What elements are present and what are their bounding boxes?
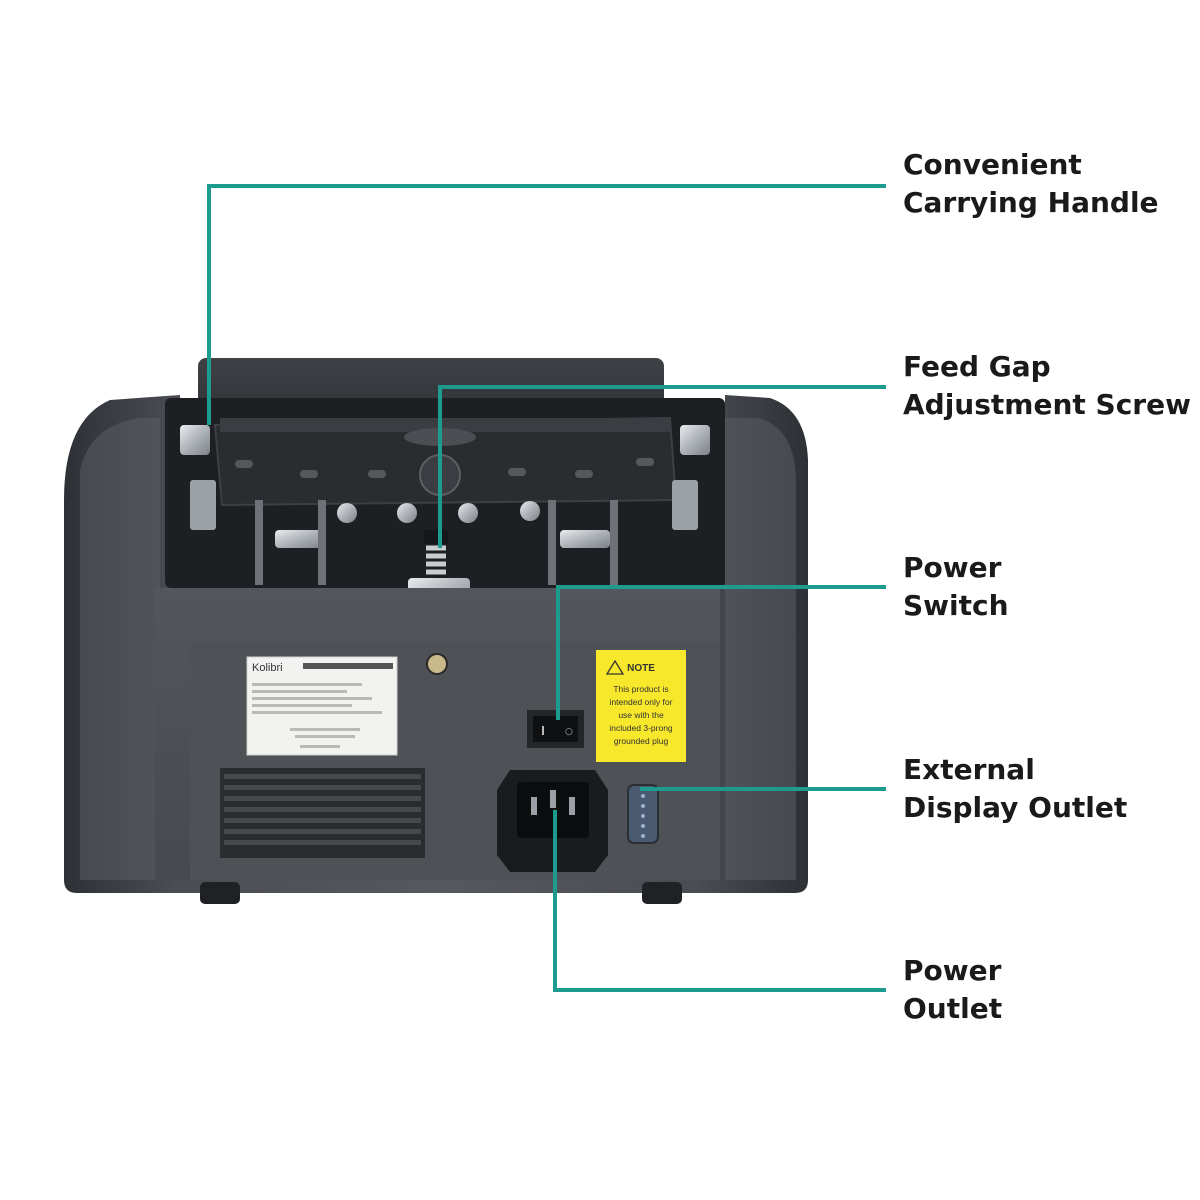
warning-icon [605, 659, 625, 675]
power-switch-on-mark [542, 726, 544, 735]
callout-power-outlet: Power Outlet [903, 952, 1002, 1028]
callout-line: Display Outlet [903, 791, 1128, 824]
roller-plate-edge [220, 418, 670, 432]
callout-line: Outlet [903, 992, 1003, 1025]
callout-carrying-handle: Convenient Carrying Handle [903, 146, 1159, 222]
note-sticker-title: NOTE [627, 663, 655, 674]
left-side-panel [80, 418, 160, 880]
left-bracket [190, 480, 216, 530]
note-sticker-line: included 3-prong [609, 723, 673, 733]
right-handle-grip [680, 425, 710, 455]
plate-slot [636, 458, 654, 466]
leader-line-feed [438, 385, 886, 548]
callout-line: Convenient [903, 148, 1082, 181]
right-bracket [672, 480, 698, 530]
plate-slot [575, 470, 593, 478]
leader-line-power [553, 810, 886, 992]
plate-slot [368, 470, 386, 478]
note-sticker-line: use with the [618, 710, 664, 720]
spec-label-brand: Kolibri [252, 662, 283, 674]
right-side-panel [725, 418, 796, 880]
right-foot [642, 882, 682, 904]
note-sticker-line: grounded plug [614, 736, 669, 746]
leader-line-handle [207, 184, 886, 425]
callout-line: Switch [903, 589, 1009, 622]
callout-line: Power [903, 954, 1002, 987]
note-sticker-line: This product is [613, 684, 668, 694]
left-handle-grip [180, 425, 210, 455]
note-sticker-line: intended only for [610, 697, 673, 707]
callout-power-switch: Power Switch [903, 549, 1009, 625]
callout-line: Adjustment Screw [903, 388, 1191, 421]
panel-screw [426, 653, 448, 675]
plate-slot [508, 468, 526, 476]
callout-line: Feed Gap [903, 350, 1051, 383]
power-switch-rocker [533, 716, 578, 742]
callout-leader-lines [207, 184, 886, 992]
inlet-pin [569, 797, 575, 815]
note-sticker-text: This product is intended only for use with… [609, 684, 673, 746]
plate-slot [235, 460, 253, 468]
inlet-pin [550, 790, 556, 808]
display-port-pins [641, 794, 645, 838]
callout-feed-gap-screw: Feed Gap Adjustment Screw [903, 348, 1191, 424]
inlet-pin [531, 797, 537, 815]
spec-label-fine-print [252, 683, 382, 748]
feed-rollers [255, 500, 618, 585]
plate-slot [300, 470, 318, 478]
power-switch-off-mark: ○ [565, 727, 573, 737]
vent-slats [224, 774, 421, 845]
callout-line: Power [903, 551, 1002, 584]
left-foot [200, 882, 240, 904]
callout-line: External [903, 753, 1035, 786]
leader-line-switch [556, 585, 886, 720]
spec-label-header-bar [303, 663, 393, 669]
callout-external-display-outlet: External Display Outlet [903, 751, 1127, 827]
callout-line: Carrying Handle [903, 186, 1159, 219]
